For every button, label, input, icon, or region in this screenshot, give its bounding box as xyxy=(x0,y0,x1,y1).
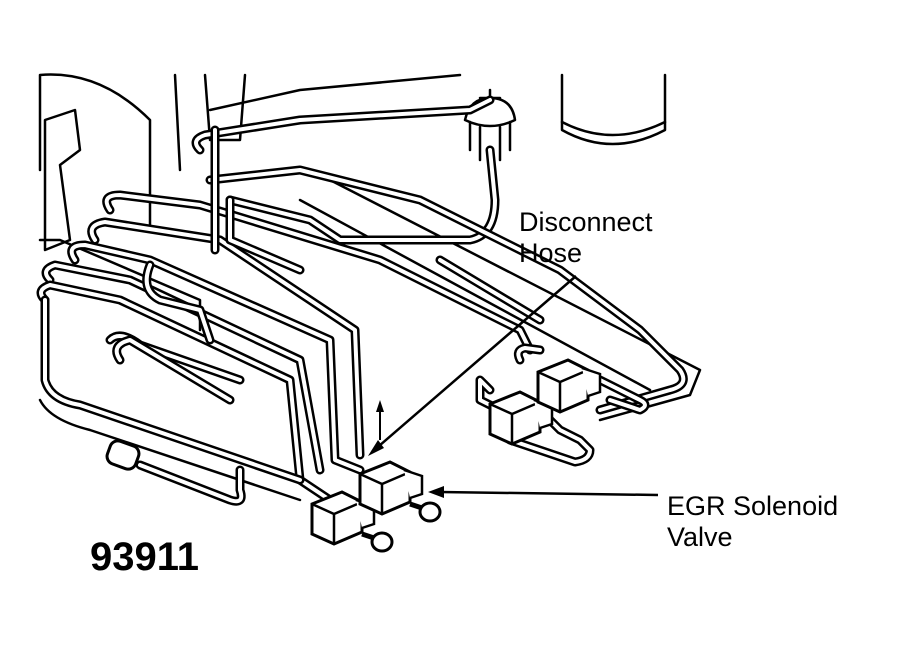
hose-inner xyxy=(228,198,302,272)
label-line: EGR Solenoid xyxy=(667,491,839,521)
hose-inner xyxy=(89,220,362,457)
figure-number: 93911 xyxy=(90,535,200,579)
vacuum-hoses xyxy=(36,95,688,506)
hose-inner xyxy=(438,258,542,322)
label-line: Hose xyxy=(519,238,583,268)
up-arrow-icon xyxy=(376,400,384,412)
hose-inner xyxy=(104,193,532,352)
label-line: Disconnect xyxy=(519,207,653,237)
solenoid-valve xyxy=(358,460,442,523)
hose-inner xyxy=(43,298,302,482)
hose-inner xyxy=(598,378,647,412)
solenoid-valves xyxy=(310,358,602,553)
canister-cylinder xyxy=(560,73,667,146)
hose-inner xyxy=(44,263,322,472)
hose-inner xyxy=(144,263,212,342)
hose-inner xyxy=(208,168,686,412)
leader-lines xyxy=(368,275,659,498)
hose-inner xyxy=(114,338,232,402)
egr-solenoid-valve-label: EGR Solenoid Valve xyxy=(667,491,838,553)
solenoid-valve xyxy=(488,390,554,446)
egr-arrowhead xyxy=(428,486,444,498)
hose-inner xyxy=(508,418,592,464)
disconnect-arrowhead xyxy=(368,440,384,456)
hose-fitting xyxy=(105,439,141,471)
solenoid-valve xyxy=(310,490,394,553)
label-line: Valve xyxy=(667,522,733,552)
solenoid-valve xyxy=(536,358,602,414)
hose-inner xyxy=(69,243,362,472)
hose-outline xyxy=(191,95,495,155)
disconnect-hose-label: Disconnect Hose xyxy=(519,207,653,269)
hose-inner xyxy=(516,346,542,362)
hose-inner xyxy=(194,98,492,152)
hose-inner xyxy=(138,463,244,504)
